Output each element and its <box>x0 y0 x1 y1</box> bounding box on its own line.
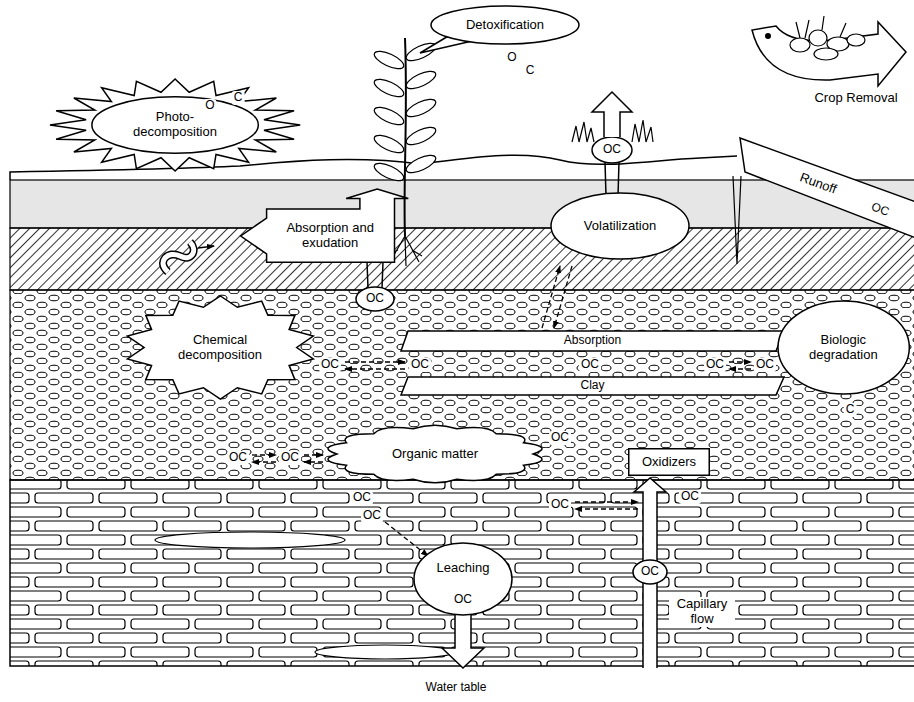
text-block: Leaching <box>437 561 490 576</box>
text-block: Volatilization <box>584 219 656 234</box>
molecule-label: OC <box>639 565 661 579</box>
shape-outline <box>50 79 300 171</box>
text-block: Photo- decomposition <box>120 110 230 140</box>
node-text: Absorption <box>564 334 621 348</box>
molecule-label: OC <box>754 358 776 372</box>
molecule-label: OC <box>452 593 474 607</box>
shape-outline <box>92 97 258 153</box>
text-block: Oxidizers <box>642 455 696 470</box>
process-label: Crop Removal <box>812 91 899 106</box>
node-text: Detoxification <box>466 18 544 33</box>
shape-outline <box>328 425 542 483</box>
shape-outline <box>431 6 579 44</box>
process-cloud: Organic matter <box>325 425 545 483</box>
layer-band: Absorption <box>400 330 785 352</box>
molecule-letter: C <box>232 91 245 105</box>
shape-outline <box>127 296 313 399</box>
molecule-letter: C <box>844 403 857 417</box>
shape-outline <box>778 301 909 394</box>
process-starburst: Chemical decomposition <box>124 295 317 400</box>
shape-outline <box>629 449 710 476</box>
molecule-letter: O <box>505 51 518 65</box>
node-text: Biologic degradation <box>798 333 888 363</box>
process-arrow: Absorption and exudation <box>239 188 412 263</box>
molecule-label: OC <box>319 358 341 372</box>
text-block: Organic matter <box>392 447 478 462</box>
node-text: Chemical decomposition <box>170 333 270 363</box>
layer-band: Clay <box>400 376 785 396</box>
text-block: Chemical decomposition <box>170 333 270 363</box>
node-text: Clay <box>580 379 604 393</box>
text-block: Clay <box>580 379 604 393</box>
shape-outline <box>240 189 408 262</box>
shape-outline <box>551 193 689 259</box>
node-text: Volatilization <box>584 219 656 234</box>
molecule-label: OC <box>579 358 601 372</box>
node-text: Oxidizers <box>642 455 696 470</box>
molecule-label: OC <box>279 451 301 465</box>
molecule-label: OC <box>351 491 373 505</box>
molecule-label: OC <box>364 292 386 306</box>
shape-outline <box>401 331 784 351</box>
molecule-label: OC <box>679 490 701 504</box>
text-block: Absorption and exudation <box>276 221 384 251</box>
text-block: Detoxification <box>466 18 544 33</box>
molecule-label: OC <box>409 358 431 372</box>
node-text: Photo- decomposition <box>120 110 230 140</box>
node-text: Absorption and exudation <box>276 221 384 251</box>
molecule-label: OC <box>549 498 571 512</box>
process-bubble: Detoxification <box>430 5 580 45</box>
process-label: Capillary flow <box>669 597 735 627</box>
text-block: Absorption <box>564 334 621 348</box>
molecule-label: OC <box>549 431 571 445</box>
node-text: Leaching <box>437 561 490 576</box>
molecule-label: OC <box>227 451 249 465</box>
molecule-letter: C <box>524 64 537 78</box>
molecule-label: OC <box>361 509 383 523</box>
process-box: Oxidizers <box>628 448 710 476</box>
molecule-label: OC <box>601 143 623 157</box>
shape-outline <box>401 377 784 395</box>
node-text: Organic matter <box>392 447 478 462</box>
molecule-label: OC <box>704 358 726 372</box>
molecule-letter: O <box>203 99 216 113</box>
layer-label: Water table <box>424 681 489 695</box>
process-blob: Biologic degradation <box>777 300 910 395</box>
process-bulb: Volatilization <box>550 192 690 260</box>
shape-outline <box>414 543 512 615</box>
text-block: Biologic degradation <box>798 333 888 363</box>
sun-shape: Photo- decomposition <box>49 78 301 172</box>
